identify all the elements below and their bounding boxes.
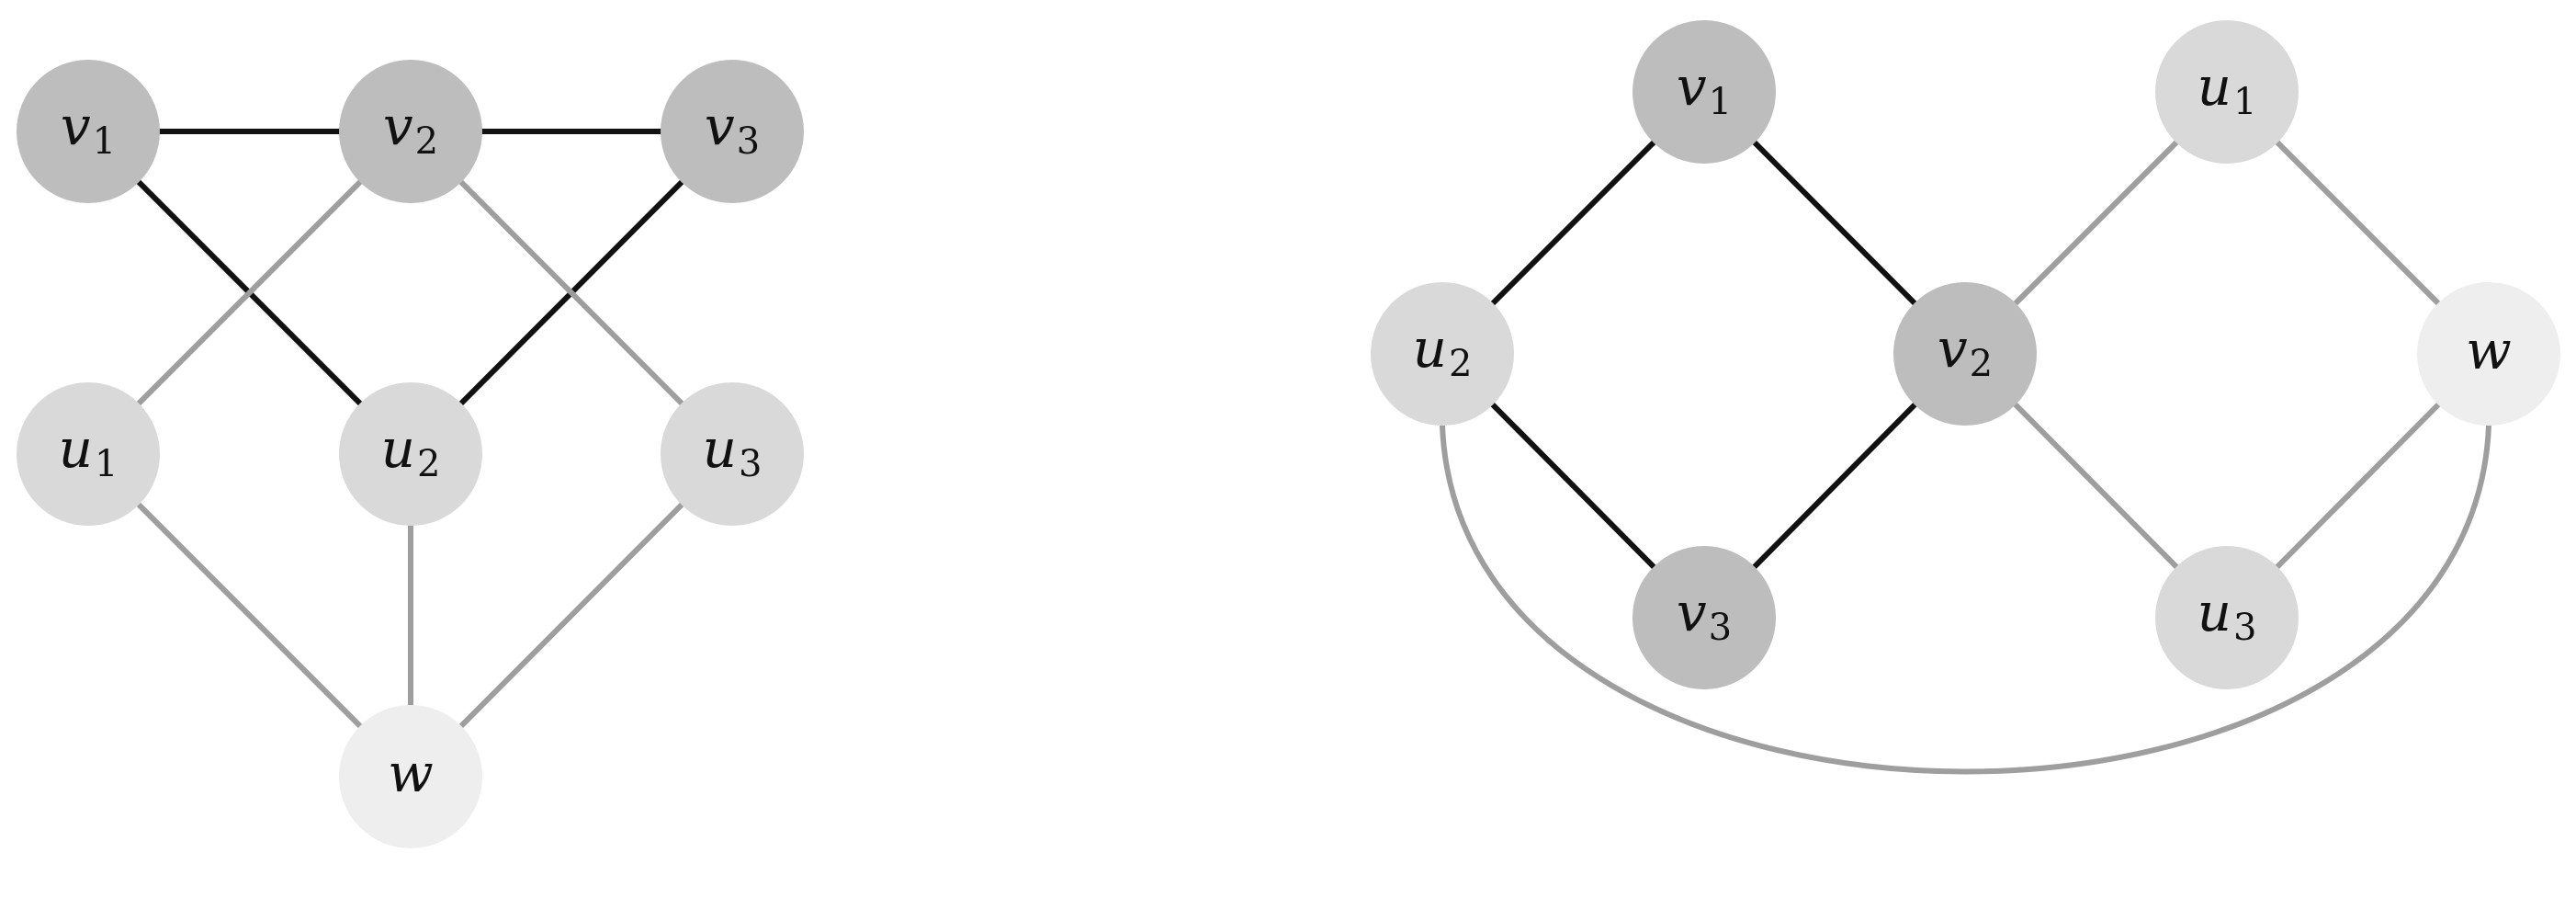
- right-graph-edges: [1440, 89, 2491, 775]
- edge-v2-u3: [408, 129, 735, 457]
- node-w: w: [339, 705, 482, 848]
- node-u2: u2: [339, 382, 482, 526]
- edge-v2-u1: [85, 129, 413, 457]
- node-label: u2: [381, 417, 441, 485]
- node-letter: v: [1677, 55, 1707, 118]
- node-circle: [661, 60, 804, 203]
- node-u2: u2: [1371, 282, 1514, 426]
- node-circle: [2417, 282, 2560, 426]
- node-label: v1: [61, 95, 116, 163]
- node-circle: [17, 382, 160, 526]
- node-circle: [2155, 546, 2299, 689]
- node-label: u1: [59, 417, 119, 485]
- node-label: v1: [1677, 55, 1732, 123]
- node-circle: [1371, 282, 1514, 426]
- node-label: u3: [2198, 581, 2257, 649]
- node-letter: v: [1677, 581, 1707, 643]
- node-letter: v: [383, 95, 413, 157]
- node-subscript: 2: [1449, 343, 1472, 385]
- node-v3: v3: [1633, 546, 1776, 689]
- node-subscript: 2: [415, 120, 438, 163]
- node-w: w: [2417, 282, 2560, 426]
- node-u1: u1: [17, 382, 160, 526]
- node-subscript: 3: [739, 443, 762, 485]
- node-subscript: 3: [737, 120, 760, 163]
- edge-u1-w: [85, 451, 413, 779]
- node-letter: u: [2198, 581, 2231, 643]
- node-u3: u3: [661, 382, 804, 526]
- node-subscript: 1: [93, 120, 116, 163]
- node-letter: u: [59, 417, 93, 480]
- node-letter: w: [2466, 319, 2512, 381]
- node-label: v3: [705, 95, 760, 163]
- edge-u2-w: [1440, 425, 2491, 775]
- node-v2: v2: [339, 60, 482, 203]
- node-circle: [339, 382, 482, 526]
- node-label: v2: [1938, 317, 1993, 385]
- node-label: w: [2466, 319, 2512, 381]
- node-v1: v1: [17, 60, 160, 203]
- node-letter: v: [705, 95, 735, 157]
- node-label: w: [388, 742, 434, 804]
- node-subscript: 2: [417, 443, 440, 485]
- node-circle: [339, 60, 482, 203]
- node-letter: u: [1413, 317, 1447, 380]
- left-graph-edges: [85, 129, 735, 779]
- node-circle: [1893, 282, 2037, 426]
- node-u3: u3: [2155, 546, 2299, 689]
- node-circle: [339, 705, 482, 848]
- node-label: u2: [1413, 317, 1473, 385]
- node-v2: v2: [1893, 282, 2037, 426]
- node-v1: v1: [1633, 20, 1776, 164]
- node-letter: u: [381, 417, 415, 480]
- edge-u3-w: [408, 451, 735, 779]
- node-letter: u: [703, 417, 737, 480]
- node-letter: u: [2198, 55, 2231, 118]
- node-subscript: 1: [2233, 81, 2256, 123]
- node-subscript: 2: [1970, 343, 1993, 385]
- node-letter: w: [388, 742, 434, 804]
- node-label: v3: [1677, 581, 1732, 649]
- node-subscript: 1: [1709, 81, 1732, 123]
- node-u1: u1: [2155, 20, 2299, 164]
- node-label: v2: [383, 95, 438, 163]
- node-label: u1: [2198, 55, 2257, 123]
- node-circle: [1633, 20, 1776, 164]
- node-letter: v: [1938, 317, 1968, 380]
- node-subscript: 3: [1709, 607, 1732, 649]
- node-label: u3: [703, 417, 763, 485]
- node-circle: [17, 60, 160, 203]
- node-v3: v3: [661, 60, 804, 203]
- node-circle: [661, 382, 804, 526]
- node-circle: [2155, 20, 2299, 164]
- node-letter: v: [61, 95, 91, 157]
- node-circle: [1633, 546, 1776, 689]
- node-subscript: 1: [95, 443, 118, 485]
- node-subscript: 3: [2233, 607, 2256, 649]
